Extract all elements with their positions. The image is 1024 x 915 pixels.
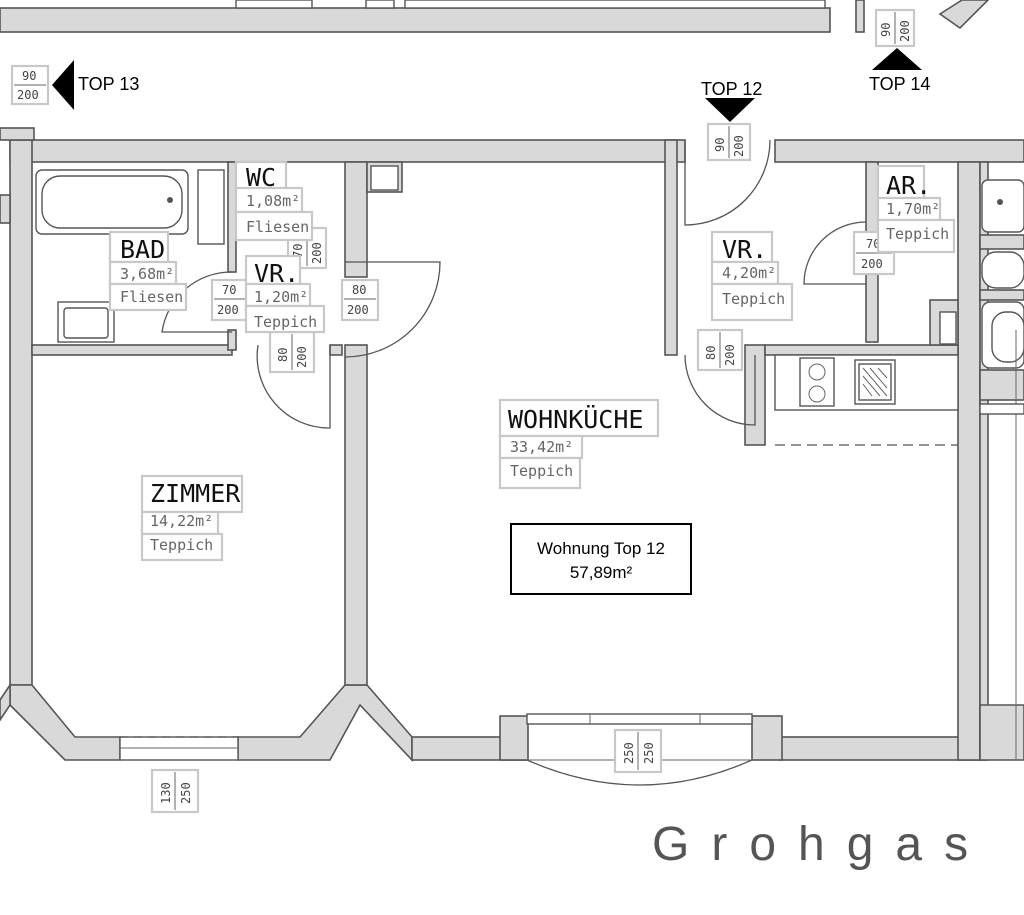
svg-text:200: 200 xyxy=(347,303,369,317)
svg-text:130: 130 xyxy=(159,782,173,804)
svg-text:70: 70 xyxy=(222,283,236,297)
svg-text:Fliesen: Fliesen xyxy=(120,288,183,306)
svg-text:WOHNKÜCHE: WOHNKÜCHE xyxy=(508,405,643,434)
svg-text:200: 200 xyxy=(17,88,39,102)
room-label-vr-left: VR. 1,20m² Teppich xyxy=(244,254,326,334)
svg-text:AR.: AR. xyxy=(886,171,931,200)
interior-walls xyxy=(31,139,1024,686)
dim-tag-door-vr: 80 200 xyxy=(340,278,380,322)
svg-text:Teppich: Teppich xyxy=(254,313,317,331)
svg-text:VR.: VR. xyxy=(722,235,767,264)
svg-text:1,20m²: 1,20m² xyxy=(254,288,308,306)
svg-text:3,68m²: 3,68m² xyxy=(120,265,174,283)
svg-text:Teppich: Teppich xyxy=(722,290,785,308)
room-label-ar: AR. 1,70m² Teppich xyxy=(876,164,956,254)
dim-tag-window-zimmer: 130 250 xyxy=(150,768,200,814)
room-label-zimmer: ZIMMER 14,22m² Teppich xyxy=(140,474,244,562)
svg-text:Teppich: Teppich xyxy=(150,536,213,554)
svg-text:80: 80 xyxy=(704,346,718,360)
room-label-wohnkueche: WOHNKÜCHE 33,42m² Teppich xyxy=(498,398,660,490)
svg-text:200: 200 xyxy=(732,135,746,157)
svg-text:33,42m²: 33,42m² xyxy=(510,438,573,456)
svg-text:250: 250 xyxy=(179,782,193,804)
dim-tag-window-wohnkueche: 250 250 xyxy=(613,728,663,774)
svg-text:90: 90 xyxy=(879,23,893,37)
room-label-wc: WC 1,08m² Fliesen xyxy=(234,160,314,242)
svg-text:Teppich: Teppich xyxy=(510,462,573,480)
dimension-tags: 90 200 90 200 90 200 70 200 70 xyxy=(10,8,916,814)
doors xyxy=(161,139,867,429)
top-markers: TOP 13 TOP 12 TOP 14 xyxy=(52,48,930,122)
svg-text:200: 200 xyxy=(898,20,912,42)
arrow-top14-icon xyxy=(872,48,922,70)
room-labels: BAD 3,68m² Fliesen WC 1,08m² Fliesen VR.… xyxy=(108,160,956,562)
corridor-walls xyxy=(0,0,990,33)
svg-text:VR.: VR. xyxy=(254,259,299,288)
label-top12: TOP 12 xyxy=(701,79,762,99)
arrow-top12-icon xyxy=(705,98,755,122)
svg-text:70: 70 xyxy=(291,244,305,258)
svg-text:4,20m²: 4,20m² xyxy=(722,264,776,282)
room-label-vr-right: VR. 4,20m² Teppich xyxy=(710,230,794,322)
svg-text:200: 200 xyxy=(295,346,309,368)
dim-tag-door-bad: 70 200 xyxy=(210,278,250,322)
fixtures xyxy=(35,169,1024,786)
svg-text:200: 200 xyxy=(723,344,737,366)
svg-text:BAD: BAD xyxy=(120,235,165,264)
street-name: Grohgas xyxy=(652,818,990,871)
apartment-summary: Wohnung Top 12 57,89m² xyxy=(510,523,692,595)
svg-text:90: 90 xyxy=(22,69,36,83)
svg-text:200: 200 xyxy=(217,303,239,317)
svg-text:14,22m²: 14,22m² xyxy=(150,512,213,530)
svg-text:200: 200 xyxy=(861,257,883,271)
outer-walls xyxy=(0,127,1024,763)
dim-tag-door-top13: 90 200 xyxy=(10,64,50,106)
arrow-top13-icon xyxy=(52,60,74,110)
svg-text:70: 70 xyxy=(866,237,880,251)
svg-text:200: 200 xyxy=(310,242,324,264)
label-top13: TOP 13 xyxy=(78,74,139,94)
room-label-bad: BAD 3,68m² Fliesen xyxy=(108,230,188,312)
dim-tag-door-zimmer: 80 200 xyxy=(268,330,316,374)
svg-text:80: 80 xyxy=(276,348,290,362)
svg-text:90: 90 xyxy=(713,138,727,152)
dim-tag-door-top14: 90 200 xyxy=(874,8,916,48)
svg-text:1,70m²: 1,70m² xyxy=(886,200,940,218)
svg-text:Fliesen: Fliesen xyxy=(246,218,309,236)
svg-text:250: 250 xyxy=(642,742,656,764)
dim-tag-door-top12: 90 200 xyxy=(706,122,752,162)
svg-text:WC: WC xyxy=(246,163,276,192)
apartment-area: 57,89m² xyxy=(570,563,633,582)
svg-text:Teppich: Teppich xyxy=(886,225,949,243)
svg-text:250: 250 xyxy=(622,742,636,764)
svg-text:ZIMMER: ZIMMER xyxy=(150,479,241,508)
svg-text:1,08m²: 1,08m² xyxy=(246,192,300,210)
apartment-name: Wohnung Top 12 xyxy=(537,539,665,558)
svg-text:80: 80 xyxy=(352,283,366,297)
dim-tag-door-wohnkueche: 80 200 xyxy=(696,328,744,372)
label-top14: TOP 14 xyxy=(869,74,930,94)
